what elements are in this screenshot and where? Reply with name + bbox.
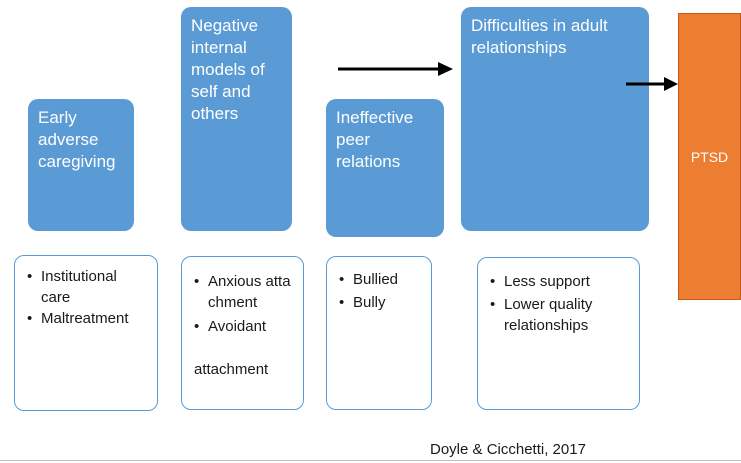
outcome-box-ptsd: PTSD: [678, 13, 741, 300]
stage-line: internal: [191, 38, 247, 57]
stage-box-ineffective-peer-relations: Ineffective peer relations: [326, 99, 444, 237]
list-item: Maltreatment: [27, 308, 145, 329]
stage-line: others: [191, 104, 239, 123]
bottom-divider: [0, 460, 741, 461]
arrow-right-icon: [338, 62, 453, 76]
list-item: Lower quality relationships: [490, 294, 624, 336]
stage-line: models of: [191, 60, 265, 79]
stage-line: Ineffective: [336, 108, 414, 127]
stage-line: Difficulties in adult: [471, 16, 608, 35]
stage-box-difficulties-adult-relationships: Difficulties in adult relationships: [461, 7, 649, 231]
stage-line: self and: [191, 82, 251, 101]
stage-line: Negative: [191, 16, 259, 35]
stage-box-early-adverse-caregiving: Early adverse caregiving: [28, 99, 134, 231]
list-item: Less support: [490, 271, 629, 292]
stage-line: adverse: [38, 130, 99, 149]
detail-list: Less support Lower quality relationships: [490, 271, 629, 336]
stage-line: Early: [38, 108, 77, 127]
detail-box-difficulties-adult-relationships: Less support Lower quality relationships: [477, 257, 640, 410]
detail-box-early-adverse-caregiving: Institutional care Maltreatment: [14, 255, 158, 411]
detail-list: Anxious attachment Avoidant: [194, 271, 293, 337]
arrow-right-icon: [626, 77, 678, 91]
list-item: Anxious attachment: [194, 271, 292, 313]
list-item: Institutional care: [27, 266, 145, 308]
citation-text: Doyle & Cicchetti, 2017: [430, 441, 586, 458]
stage-line: peer: [336, 130, 371, 149]
list-item: Bullied: [339, 269, 421, 290]
detail-list: Institutional care Maltreatment: [27, 266, 147, 329]
detail-box-ineffective-peer-relations: Bullied Bully: [326, 256, 432, 410]
outcome-label: PTSD: [690, 148, 729, 165]
detail-list: Bullied Bully: [339, 269, 421, 313]
list-item: Avoidant: [194, 316, 293, 337]
detail-continuation-text: attachment: [194, 361, 269, 378]
list-item: Bully: [339, 292, 421, 313]
detail-box-negative-internal-models: Anxious attachment Avoidant attachment: [181, 256, 304, 410]
stage-line: relations: [336, 152, 401, 171]
stage-line: caregiving: [38, 152, 116, 171]
stage-box-negative-internal-models: Negative internal models of self and oth…: [181, 7, 292, 231]
stage-line: relationships: [471, 38, 567, 57]
